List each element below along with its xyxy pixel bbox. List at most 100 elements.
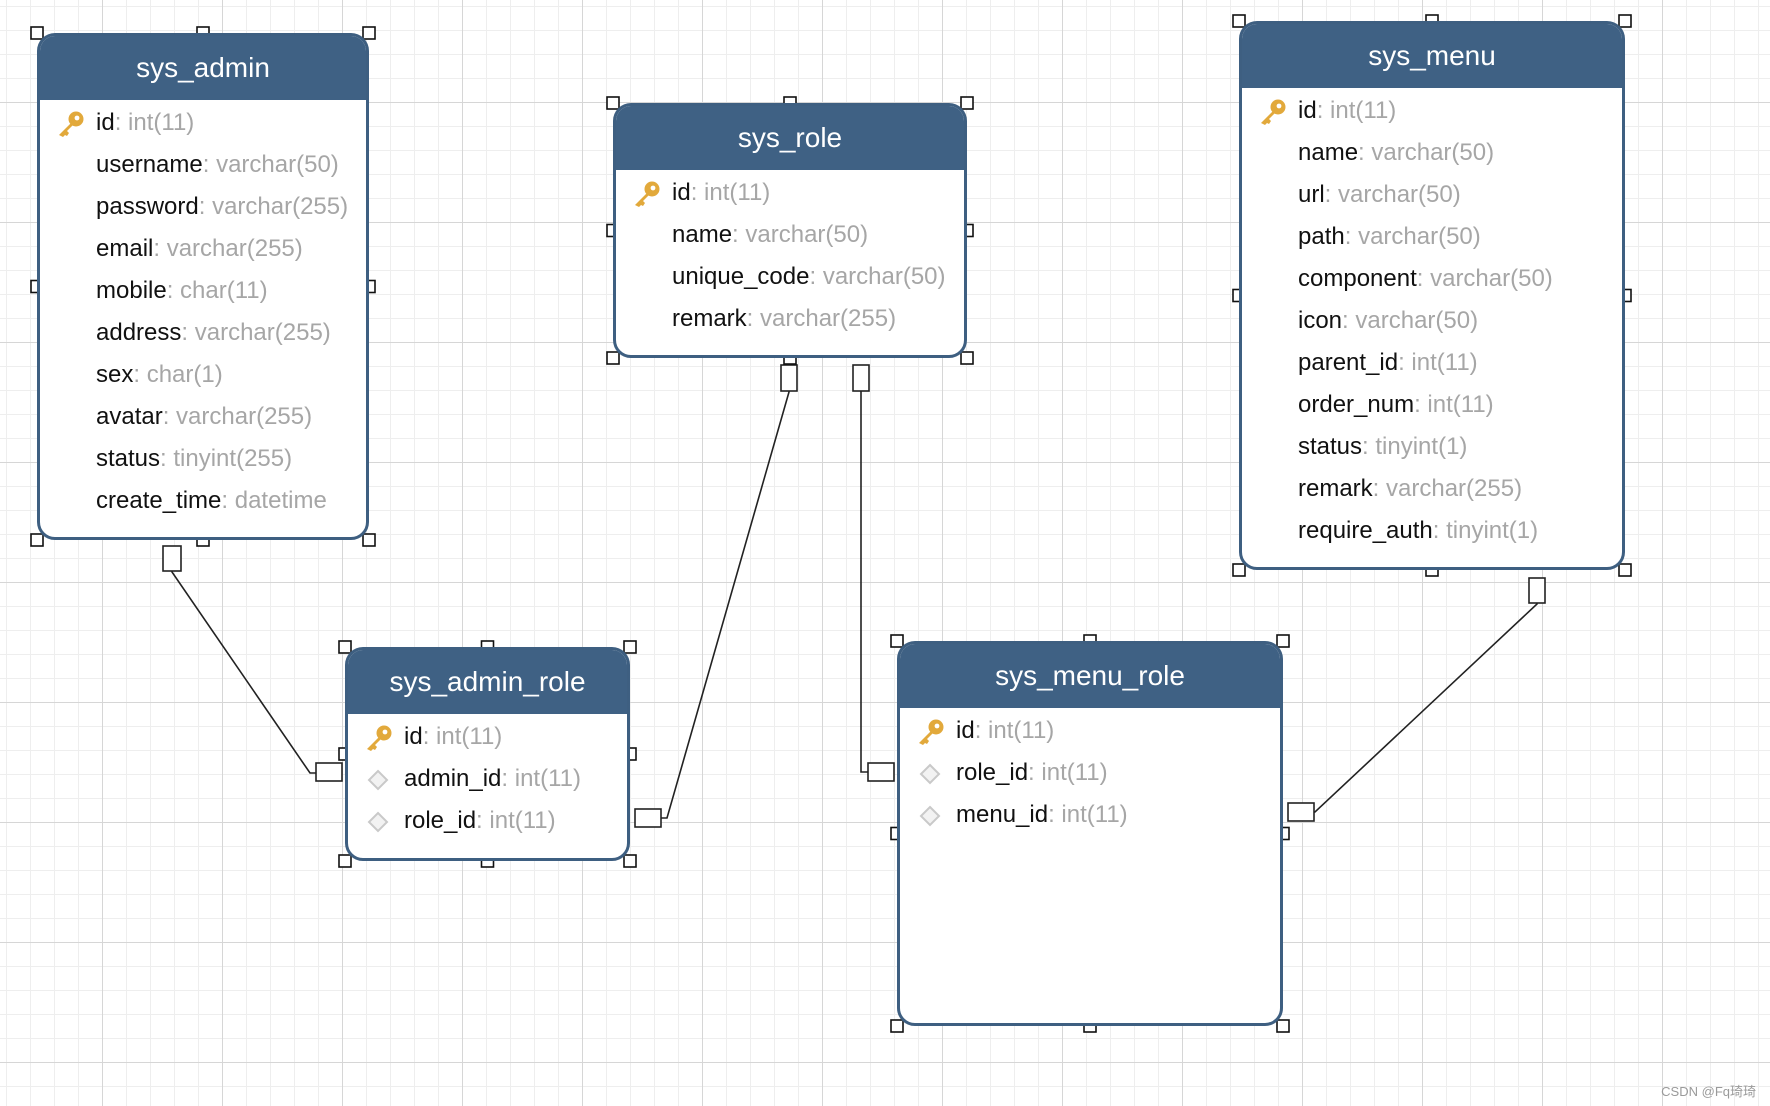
field-name: require_auth (1298, 517, 1433, 544)
field-row[interactable]: menu_id: int(11) (900, 794, 1280, 836)
relationship-line (860, 378, 870, 773)
field-list: id: int(11)username: varchar(50)password… (40, 100, 366, 522)
field-list: id: int(11)name: varchar(50)unique_code:… (616, 170, 964, 340)
connector-end-marker (780, 364, 798, 392)
field-row[interactable]: url: varchar(50) (1242, 174, 1622, 216)
table-sys-admin-role[interactable]: sys_admin_role id: int(11)admin_id: int(… (345, 647, 630, 861)
table-title[interactable]: sys_role (616, 106, 964, 170)
field-row[interactable]: id: int(11) (1242, 90, 1622, 132)
field-row[interactable]: sex: char(1) (40, 354, 366, 396)
field-row[interactable]: password: varchar(255) (40, 186, 366, 228)
selection-handle[interactable] (960, 351, 974, 365)
selection-handle[interactable] (1276, 1019, 1290, 1033)
field-name: parent_id (1298, 349, 1399, 376)
field-row[interactable]: id: int(11) (40, 102, 366, 144)
connector-end-marker (1287, 802, 1315, 822)
field-separator: : (198, 193, 213, 220)
field-name: username (96, 151, 203, 178)
table-sys-role[interactable]: sys_role id: int(11)name: varchar(50)uni… (613, 103, 967, 358)
field-row[interactable]: remark: varchar(255) (616, 298, 964, 340)
connector-end-marker (315, 762, 343, 782)
relationship-line (171, 558, 318, 774)
selection-handle[interactable] (1232, 563, 1246, 577)
field-name: unique_code (672, 263, 810, 290)
selection-handle[interactable] (890, 634, 904, 648)
field-row[interactable]: path: varchar(50) (1242, 216, 1622, 258)
selection-handle[interactable] (606, 96, 620, 110)
field-type: int(11) (489, 807, 556, 834)
field-row[interactable]: order_num: int(11) (1242, 384, 1622, 426)
field-type: varchar(255) (176, 403, 313, 430)
selection-handle[interactable] (606, 351, 620, 365)
selection-handle[interactable] (623, 854, 637, 868)
watermark: CSDN @Fq琦琦 (1661, 1084, 1756, 1099)
field-row[interactable]: parent_id: int(11) (1242, 342, 1622, 384)
field-row[interactable]: icon: varchar(50) (1242, 300, 1622, 342)
field-separator: : (809, 263, 823, 290)
field-name: status (96, 445, 161, 472)
selection-handle[interactable] (1618, 14, 1632, 28)
field-row[interactable]: remark: varchar(255) (1242, 468, 1622, 510)
field-type: char(11) (180, 277, 268, 304)
field-row[interactable]: name: varchar(50) (616, 214, 964, 256)
primary-key-icon (1258, 98, 1288, 126)
field-separator: : (1048, 801, 1062, 828)
field-row[interactable]: unique_code: varchar(50) (616, 256, 964, 298)
selection-handle[interactable] (1618, 563, 1632, 577)
primary-key-icon (632, 180, 662, 208)
selection-handle[interactable] (1232, 14, 1246, 28)
field-row[interactable]: address: varchar(255) (40, 312, 366, 354)
field-row[interactable]: mobile: char(11) (40, 270, 366, 312)
selection-handle[interactable] (362, 26, 376, 40)
field-list: id: int(11)admin_id: int(11)role_id: int… (348, 714, 627, 842)
field-separator: : (1344, 223, 1359, 250)
table-title[interactable]: sys_menu (1242, 24, 1622, 88)
table-sys-menu[interactable]: sys_menu id: int(11)name: varchar(50)url… (1239, 21, 1625, 570)
field-row[interactable]: username: varchar(50) (40, 144, 366, 186)
table-title[interactable]: sys_admin_role (348, 650, 627, 714)
field-separator: : (1372, 475, 1387, 502)
selection-handle[interactable] (1276, 634, 1290, 648)
field-type: varchar(50) (822, 263, 946, 290)
field-row[interactable]: role_id: int(11) (900, 752, 1280, 794)
field-name: id (1298, 97, 1317, 124)
field-type: tinyint(1) (1375, 433, 1468, 460)
field-row[interactable]: role_id: int(11) (348, 800, 627, 842)
field-row[interactable]: name: varchar(50) (1242, 132, 1622, 174)
table-title[interactable]: sys_menu_role (900, 644, 1280, 708)
field-separator: : (1316, 97, 1331, 124)
table-sys-admin[interactable]: sys_admin id: int(11)username: varchar(5… (37, 33, 369, 540)
selection-handle[interactable] (338, 640, 352, 654)
field-row[interactable]: component: varchar(50) (1242, 258, 1622, 300)
selection-handle[interactable] (30, 533, 44, 547)
selection-handle[interactable] (890, 1019, 904, 1033)
field-row[interactable]: email: varchar(255) (40, 228, 366, 270)
field-row[interactable]: id: int(11) (348, 716, 627, 758)
table-sys-menu-role[interactable]: sys_menu_role id: int(11)role_id: int(11… (897, 641, 1283, 1026)
field-row[interactable]: admin_id: int(11) (348, 758, 627, 800)
selection-handle[interactable] (338, 854, 352, 868)
selection-handle[interactable] (30, 26, 44, 40)
field-row[interactable]: status: tinyint(255) (40, 438, 366, 480)
table-title[interactable]: sys_admin (40, 36, 366, 100)
selection-handle[interactable] (623, 640, 637, 654)
field-type: datetime (234, 487, 327, 514)
field-separator: : (1362, 433, 1376, 460)
field-type: varchar(50) (216, 151, 339, 178)
selection-handle[interactable] (960, 96, 974, 110)
field-row[interactable]: status: tinyint(1) (1242, 426, 1622, 468)
field-row[interactable]: avatar: varchar(255) (40, 396, 366, 438)
field-name: mobile (96, 277, 167, 304)
field-row[interactable]: create_time: datetime (40, 480, 366, 522)
selection-handle[interactable] (362, 533, 376, 547)
field-type: int(11) (1330, 97, 1397, 124)
field-name: address (96, 319, 182, 346)
field-row[interactable]: require_auth: tinyint(1) (1242, 510, 1622, 552)
field-separator: : (746, 305, 761, 332)
connector-end-marker (162, 545, 182, 572)
field-separator: : (476, 807, 490, 834)
field-row[interactable]: id: int(11) (616, 172, 964, 214)
field-separator: : (1342, 307, 1356, 334)
field-row[interactable]: id: int(11) (900, 710, 1280, 752)
